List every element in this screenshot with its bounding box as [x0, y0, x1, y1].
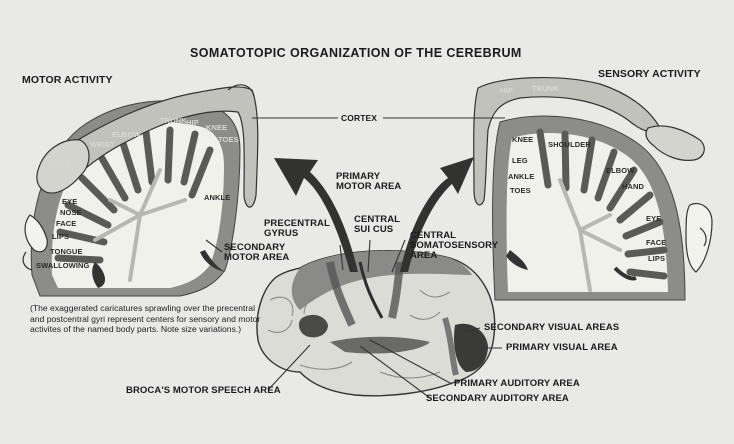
- sensory-label-face: FACE: [646, 238, 667, 247]
- motor-label-elbow: ELBOW: [112, 130, 141, 139]
- motor-label-wrist: WRIST: [90, 140, 115, 149]
- sensory-label-leg: LEG: [512, 156, 528, 165]
- motor-label-trunk: TRUNK: [160, 116, 187, 125]
- motor-label-tongue: TONGUE: [50, 247, 83, 256]
- sensory-label-trunk: TRUNK: [532, 84, 559, 93]
- motor-label-nose: NOSE: [60, 208, 82, 217]
- sensory-label-hand: HAND: [622, 182, 645, 191]
- label-pointer-lines: [205, 239, 502, 399]
- motor-label-toes: TOES: [218, 135, 239, 144]
- motor-label-ankle: ANKLE: [204, 193, 231, 202]
- motor-output-arrow: [274, 158, 358, 272]
- primary-auditory-area-label: PRIMARY AUDITORY AREA: [454, 378, 580, 389]
- sensory-label-shoulder: SHOULDER: [548, 140, 591, 149]
- sensory-label-elbow: ELBOW: [606, 166, 635, 175]
- secondary-auditory-area-label: SECONDARY AUDITORY AREA: [426, 393, 569, 404]
- central-somatosensory-area-label: CENTRAL SOMATOSENSORY AREA: [410, 230, 499, 261]
- sensory-activity-heading: SENSORY ACTIVITY: [598, 68, 701, 80]
- motor-label-lips: LIPS: [52, 232, 70, 241]
- motor-activity-heading: MOTOR ACTIVITY: [22, 74, 113, 86]
- motor-hemisphere-section: [22, 84, 259, 297]
- motor-label-hip: HIP: [186, 118, 199, 127]
- diagram-title: SOMATOTOPIC ORGANIZATION OF THE CEREBRUM: [190, 46, 522, 60]
- sensory-label-hip: HIP: [500, 86, 513, 95]
- motor-label-face: FACE: [56, 219, 77, 228]
- secondary-visual-areas-label: SECONDARY VISUAL AREAS: [484, 322, 620, 333]
- motor-label-hand: HAND: [48, 160, 71, 169]
- sensory-label-lips: LIPS: [648, 254, 666, 263]
- precentral-gyrus-label: PRECENTRAL GYRUS: [264, 218, 330, 239]
- sensory-label-toes: TOES: [510, 186, 531, 195]
- primary-visual-area-label: PRIMARY VISUAL AREA: [506, 342, 618, 353]
- secondary-motor-area-label: SECONDARY MOTOR AREA: [224, 242, 290, 263]
- brocas-motor-speech-area-label: BROCA'S MOTOR SPEECH AREA: [126, 385, 281, 396]
- sensory-label-eye: EYE: [646, 214, 662, 223]
- primary-motor-area-label: PRIMARY MOTOR AREA: [336, 171, 402, 192]
- motor-label-knee: KNEE: [206, 123, 228, 132]
- lateral-brain-view: [256, 250, 496, 397]
- caption-note: (The exaggerated caricatures sprawling o…: [30, 303, 261, 334]
- motor-label-swallowing: SWALLOWING: [36, 261, 90, 270]
- sensory-label-ankle: ANKLE: [508, 172, 535, 181]
- sensory-hemisphere-section: [473, 77, 713, 301]
- sensory-input-arrow: [400, 157, 474, 272]
- sensory-label-knee: KNEE: [512, 135, 534, 144]
- motor-label-eye: EYE: [62, 197, 78, 206]
- central-sulcus-label: CENTRAL SUI CUS: [354, 214, 401, 235]
- cortex-label: CORTEX: [341, 113, 378, 123]
